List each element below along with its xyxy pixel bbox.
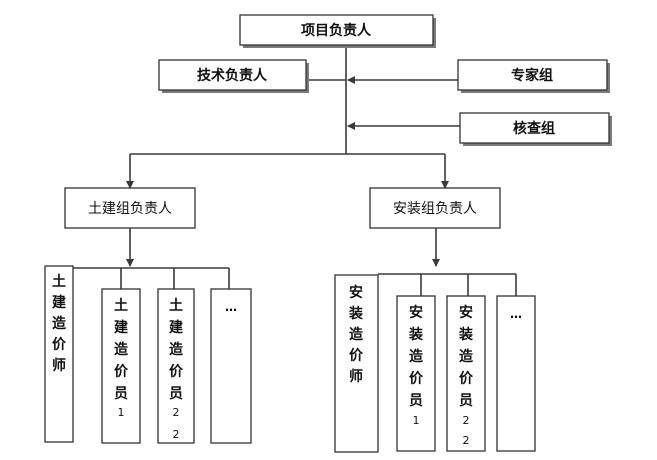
civil-staff-2-char: 价 — [169, 364, 184, 380]
civil-engineer-char: 建 — [52, 294, 66, 311]
install-staff-2-char: 造 — [459, 348, 473, 365]
civil-staff-2-box: 土 建 造 价 员 2 2 — [157, 288, 195, 444]
civil-engineer-char: 价 — [52, 337, 67, 353]
install-lead-label: 安装组负责人 — [393, 201, 477, 217]
civil-lead-label: 土建组负责人 — [88, 201, 172, 217]
tech-lead-box: 技术负责人 — [158, 59, 309, 93]
install-staff-1-char: 价 — [409, 371, 424, 387]
civil-staff-2-number: 2 — [173, 406, 180, 419]
project-lead-box: 项目负责人 — [239, 14, 436, 48]
review-group-box: 核查组 — [459, 112, 612, 146]
civil-more-label: … — [225, 300, 237, 314]
civil-lead-box: 土建组负责人 — [64, 187, 196, 229]
civil-engineer-char: 土 — [52, 273, 66, 290]
expert-group-box: 专家组 — [457, 59, 610, 93]
tech-lead-label: 技术负责人 — [197, 67, 268, 84]
civil-staff-1-number: 1 — [118, 406, 125, 419]
install-staff-2-number: 2 — [463, 434, 470, 447]
install-lead-box: 安装组负责人 — [369, 187, 501, 229]
install-staff-1-char: 造 — [409, 348, 423, 365]
review-group-label: 核查组 — [513, 120, 555, 137]
civil-engineer-char: 造 — [52, 315, 66, 332]
install-engineer-char: 装 — [348, 305, 364, 322]
install-engineer-box: 安 装 造 价 师 — [334, 274, 379, 453]
civil-staff-2-char: 造 — [169, 341, 183, 358]
civil-more-box: … — [210, 288, 252, 444]
install-engineer-char: 安 — [349, 284, 363, 301]
civil-engineer-char: 师 — [52, 357, 66, 374]
civil-staff-1-char: 土 — [114, 297, 128, 314]
project-lead-label: 项目负责人 — [301, 22, 372, 39]
install-staff-1-number: 1 — [413, 414, 420, 427]
install-staff-2-char: 员 — [459, 393, 473, 409]
install-engineer-char: 师 — [349, 368, 363, 385]
install-engineer-char: 价 — [349, 348, 364, 364]
install-more-label: … — [510, 307, 522, 321]
civil-staff-1-box: 土 建 造 价 员 1 — [101, 288, 141, 444]
civil-engineer-box: 土 建 造 价 师 — [44, 265, 74, 443]
civil-staff-2-number: 2 — [173, 428, 180, 441]
install-staff-2-char: 装 — [458, 326, 474, 343]
connectors — [73, 47, 517, 296]
install-staff-2-char: 安 — [459, 304, 473, 321]
install-engineer-char: 造 — [349, 326, 363, 343]
civil-staff-2-char: 土 — [169, 297, 183, 314]
civil-staff-1-char: 员 — [114, 386, 128, 402]
install-staff-1-char: 员 — [409, 393, 423, 409]
install-staff-2-char: 价 — [459, 371, 474, 387]
civil-staff-1-char: 价 — [114, 364, 129, 380]
civil-staff-1-char: 建 — [114, 319, 128, 336]
install-staff-2-box: 安 装 造 价 员 2 2 — [446, 295, 486, 452]
expert-group-label: 专家组 — [511, 67, 553, 84]
civil-staff-1-char: 造 — [114, 341, 128, 358]
civil-staff-2-char: 员 — [169, 386, 183, 402]
install-staff-1-char: 安 — [409, 304, 423, 321]
civil-staff-2-char: 建 — [169, 319, 183, 336]
install-staff-1-char: 装 — [408, 326, 424, 343]
install-staff-1-box: 安 装 造 价 员 1 — [396, 295, 436, 452]
install-staff-2-number: 2 — [463, 414, 470, 427]
install-more-box: … — [496, 295, 536, 452]
